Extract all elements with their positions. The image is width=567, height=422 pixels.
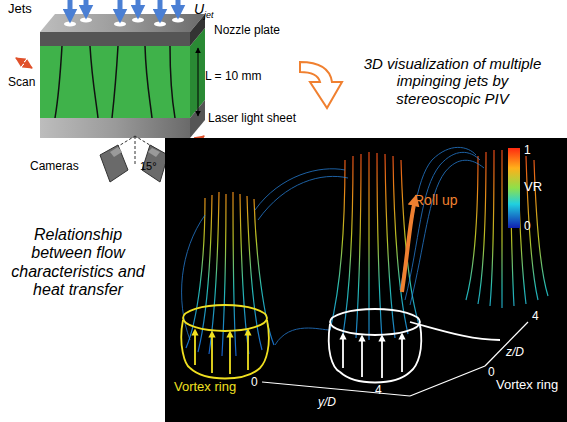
vortex-label: Vortex ring [174, 380, 236, 395]
axis-tick: 4 [375, 384, 382, 398]
velocity-subscript: jet [204, 10, 214, 20]
roll-up-label: Roll up [414, 192, 458, 208]
scan-label: Scan [8, 76, 35, 90]
part-name: Cameras [30, 160, 79, 174]
axis-tick: 4 [532, 310, 539, 324]
caption-text: 3D visualization of multiple impinging j… [360, 55, 545, 107]
axis-tick: 0 [488, 366, 495, 380]
streamline-plot [165, 138, 567, 422]
vortex-label: Vortex ring [496, 378, 558, 393]
colorbar-tick: 0 [524, 220, 531, 234]
dimension: L = 10 mm [205, 70, 262, 84]
flow-arrow [300, 62, 342, 108]
axis-title: y/D [318, 396, 336, 410]
colorbar-tick: 1 [524, 144, 531, 158]
jets-label: Jets [8, 2, 32, 17]
caption-text: Relationship between flow characteristic… [2, 226, 154, 300]
angle-label: 15° [140, 160, 157, 173]
part-name: Laser light sheet [208, 112, 296, 126]
velocity-symbol: U [194, 1, 204, 17]
colorbar-title: VR [524, 180, 542, 195]
axis-title: z/D [506, 346, 524, 360]
axis-tick: 0 [251, 376, 258, 390]
part-name: Nozzle plate [214, 24, 280, 38]
